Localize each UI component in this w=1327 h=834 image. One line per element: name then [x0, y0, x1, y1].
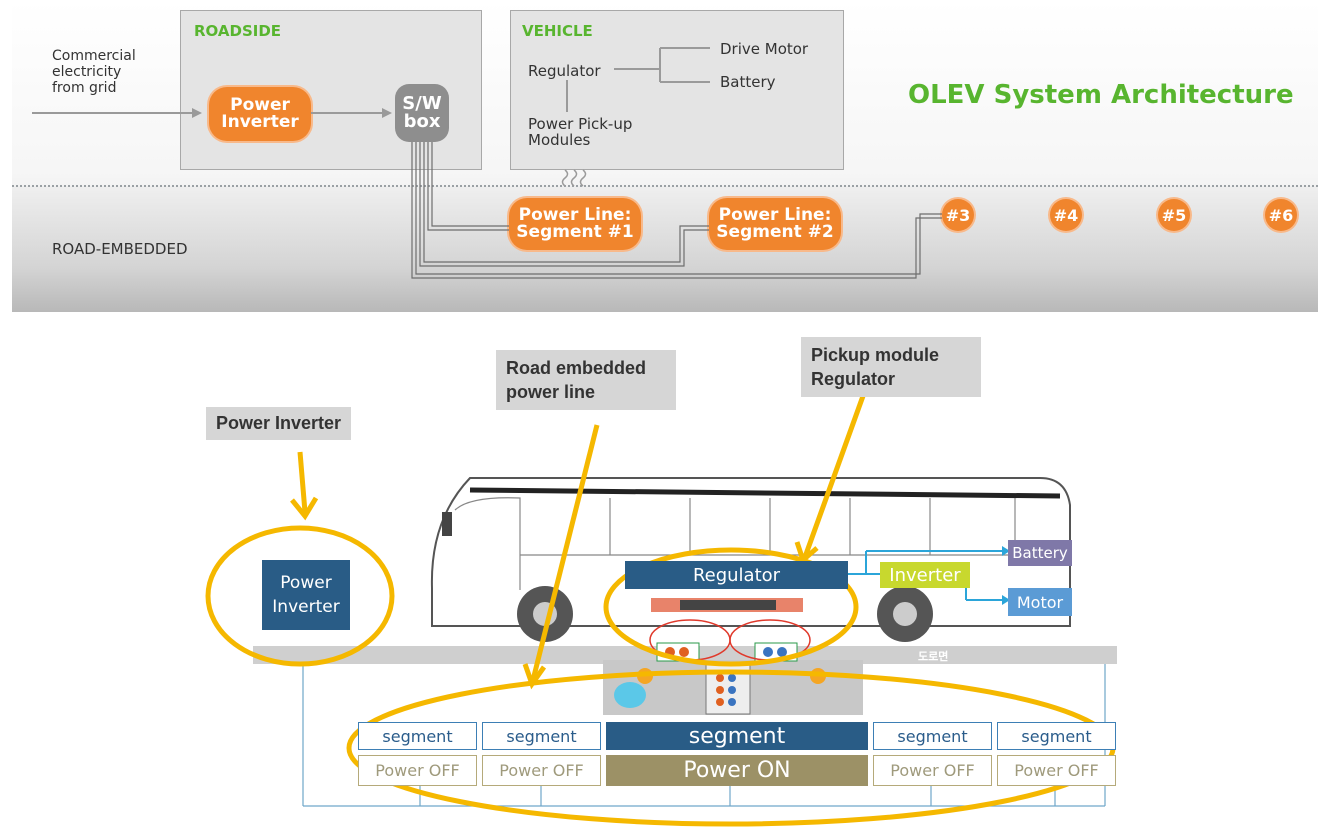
segment-3-circle: #3: [942, 199, 974, 231]
callout-pickup-regulator: Pickup module Regulator: [801, 337, 981, 397]
sw-box: S/W box: [395, 84, 449, 142]
bus-wheels: [517, 586, 933, 642]
segment-3-power: Power ON: [606, 755, 868, 786]
regulator-bar: Regulator: [625, 561, 848, 589]
segment-5-circle: #5: [1158, 199, 1190, 231]
battery-box: Battery: [1008, 540, 1072, 566]
segment-1-power: Power OFF: [358, 755, 477, 786]
callout-road-power-line: Road embedded power line: [496, 350, 676, 410]
power-line-segment-1: Power Line: Segment #1: [509, 198, 641, 250]
motor-box: Motor: [1008, 588, 1072, 616]
segment-2-label: segment: [482, 722, 601, 750]
callout-power-inverter: Power Inverter: [206, 407, 352, 440]
segment-5-label: segment: [997, 722, 1116, 750]
cable-ring: [614, 682, 646, 708]
vehicle-battery: Battery: [720, 73, 776, 91]
road-surface-label: 도로면: [918, 650, 949, 663]
vehicle-drive-motor: Drive Motor: [720, 40, 809, 58]
segment-4-circle: #4: [1050, 199, 1082, 231]
road-surface-dotted-line: [12, 185, 1318, 187]
segment-3-label: segment: [606, 722, 868, 750]
road-embedded-band: [12, 186, 1318, 312]
segment-6-circle: #6: [1265, 199, 1297, 231]
segment-5-power: Power OFF: [997, 755, 1116, 786]
road-embedded-label: ROAD-EMBEDDED: [52, 240, 188, 258]
top-connectors: [32, 47, 942, 279]
bus-inverter: Inverter: [880, 562, 970, 588]
roadside-label: ROADSIDE: [194, 22, 282, 40]
segment-1-label: segment: [358, 722, 477, 750]
power-inverter-box: Power Inverter: [262, 560, 350, 630]
vehicle-pickup-modules: Power Pick-up Modules: [528, 115, 633, 149]
segment-2-power: Power OFF: [482, 755, 601, 786]
olev-architecture-panel: Commercial electricity from grid ROADSID…: [12, 0, 1318, 312]
vehicle-label: VEHICLE: [522, 22, 593, 40]
segment-4-power: Power OFF: [873, 755, 992, 786]
grid-source-label: Commercial electricity from grid: [52, 48, 136, 96]
vehicle-box: [510, 10, 844, 170]
diagram-title: OLEV System Architecture: [908, 80, 1294, 110]
roadside-power-inverter: Power Inverter: [209, 87, 311, 141]
segment-4-label: segment: [873, 722, 992, 750]
power-line-segment-2: Power Line: Segment #2: [709, 198, 841, 250]
vehicle-regulator: Regulator: [528, 62, 601, 80]
